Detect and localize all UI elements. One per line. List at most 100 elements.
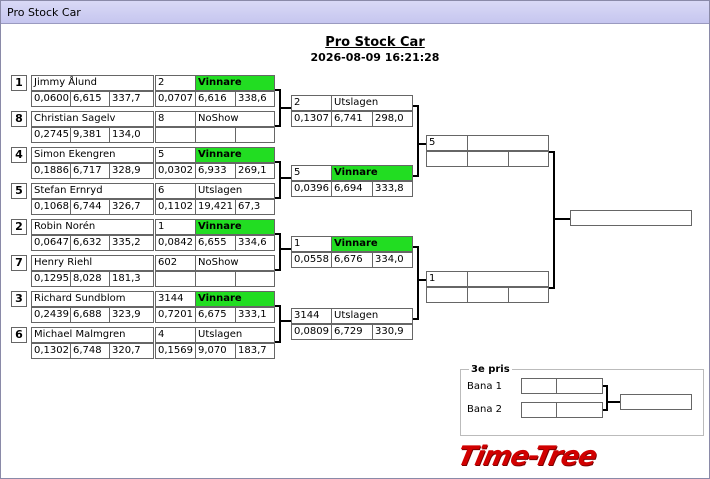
elapsed-time[interactable]: 8,028 — [70, 271, 110, 287]
lane-number[interactable]: 2 — [291, 95, 332, 111]
result-status[interactable] — [467, 271, 549, 287]
final-slot[interactable] — [570, 210, 692, 226]
reaction-time[interactable]: 0,2439 — [31, 307, 71, 323]
reaction-time[interactable]: 0,7201 — [155, 307, 196, 323]
speed[interactable]: 328,9 — [109, 163, 154, 179]
lane-number[interactable]: 3144 — [291, 308, 332, 324]
third-prize-lane2-b[interactable] — [556, 402, 603, 418]
speed[interactable]: 333,1 — [235, 307, 275, 323]
speed[interactable]: 338,6 — [235, 91, 275, 107]
result-status[interactable]: Vinnare — [195, 147, 275, 163]
speed[interactable]: 320,7 — [109, 343, 154, 359]
elapsed-time[interactable]: 6,632 — [70, 235, 110, 251]
elapsed-time[interactable]: 6,748 — [70, 343, 110, 359]
lane-number[interactable]: 602 — [155, 255, 196, 271]
result-status[interactable]: Vinnare — [195, 219, 275, 235]
elapsed-time[interactable]: 6,694 — [331, 181, 373, 197]
third-prize-lane2-a[interactable] — [521, 402, 557, 418]
speed[interactable] — [235, 127, 275, 143]
elapsed-time[interactable]: 6,688 — [70, 307, 110, 323]
speed[interactable]: 183,7 — [235, 343, 275, 359]
speed[interactable] — [508, 287, 549, 303]
reaction-time[interactable]: 0,1102 — [155, 199, 196, 215]
reaction-time[interactable]: 0,1068 — [31, 199, 71, 215]
result-status[interactable]: NoShow — [195, 111, 275, 127]
reaction-time[interactable] — [155, 271, 196, 287]
reaction-time[interactable]: 0,0600 — [31, 91, 71, 107]
elapsed-time[interactable] — [467, 287, 509, 303]
speed[interactable]: 323,9 — [109, 307, 154, 323]
speed[interactable]: 335,2 — [109, 235, 154, 251]
speed[interactable]: 134,0 — [109, 127, 154, 143]
speed[interactable]: 334,6 — [235, 235, 275, 251]
reaction-time[interactable]: 0,0647 — [31, 235, 71, 251]
speed[interactable] — [508, 151, 549, 167]
result-status[interactable]: Vinnare — [195, 75, 275, 91]
elapsed-time[interactable]: 6,744 — [70, 199, 110, 215]
result-status[interactable]: NoShow — [195, 255, 275, 271]
result-status[interactable]: Vinnare — [195, 291, 275, 307]
reaction-time[interactable]: 0,0558 — [291, 252, 332, 268]
reaction-time[interactable]: 0,1307 — [291, 111, 332, 127]
third-prize-lane1-a[interactable] — [521, 378, 557, 394]
reaction-time[interactable]: 0,1569 — [155, 343, 196, 359]
speed[interactable]: 330,9 — [372, 324, 413, 340]
lane-number[interactable]: 4 — [155, 327, 196, 343]
third-prize-lane1-b[interactable] — [556, 378, 603, 394]
third-prize-result[interactable] — [620, 394, 692, 410]
speed[interactable]: 334,0 — [372, 252, 413, 268]
result-status[interactable]: Vinnare — [331, 236, 413, 252]
result-status[interactable]: Utslagen — [195, 327, 275, 343]
reaction-time[interactable] — [155, 127, 196, 143]
elapsed-time[interactable]: 9,381 — [70, 127, 110, 143]
driver-name[interactable]: Jimmy Ålund — [31, 75, 154, 91]
speed[interactable]: 181,3 — [109, 271, 154, 287]
reaction-time[interactable]: 0,1295 — [31, 271, 71, 287]
reaction-time[interactable]: 0,0396 — [291, 181, 332, 197]
lane-number[interactable]: 1 — [155, 219, 196, 235]
reaction-time[interactable]: 0,0809 — [291, 324, 332, 340]
lane-number[interactable]: 1 — [426, 271, 468, 287]
reaction-time[interactable]: 0,1302 — [31, 343, 71, 359]
elapsed-time[interactable]: 6,615 — [70, 91, 110, 107]
elapsed-time[interactable] — [195, 127, 236, 143]
elapsed-time[interactable]: 6,655 — [195, 235, 236, 251]
lane-number[interactable]: 5 — [291, 165, 332, 181]
elapsed-time[interactable]: 6,933 — [195, 163, 236, 179]
driver-name[interactable]: Richard Sundblom — [31, 291, 154, 307]
speed[interactable]: 333,8 — [372, 181, 413, 197]
elapsed-time[interactable]: 6,675 — [195, 307, 236, 323]
elapsed-time[interactable]: 6,717 — [70, 163, 110, 179]
result-status[interactable]: Utslagen — [195, 183, 275, 199]
speed[interactable]: 337,7 — [109, 91, 154, 107]
elapsed-time[interactable]: 6,676 — [331, 252, 373, 268]
reaction-time[interactable]: 0,1886 — [31, 163, 71, 179]
driver-name[interactable]: Christian Sagelv — [31, 111, 154, 127]
reaction-time[interactable]: 0,2745 — [31, 127, 71, 143]
speed[interactable]: 326,7 — [109, 199, 154, 215]
driver-name[interactable]: Henry Riehl — [31, 255, 154, 271]
speed[interactable] — [235, 271, 275, 287]
elapsed-time[interactable]: 9,070 — [195, 343, 236, 359]
reaction-time[interactable]: 0,0842 — [155, 235, 196, 251]
elapsed-time[interactable]: 6,741 — [331, 111, 373, 127]
lane-number[interactable]: 6 — [155, 183, 196, 199]
result-status[interactable]: Utslagen — [331, 95, 413, 111]
elapsed-time[interactable] — [467, 151, 509, 167]
lane-number[interactable]: 1 — [291, 236, 332, 252]
driver-name[interactable]: Simon Ekengren — [31, 147, 154, 163]
result-status[interactable]: Utslagen — [331, 308, 413, 324]
result-status[interactable] — [467, 135, 549, 151]
elapsed-time[interactable]: 6,729 — [331, 324, 373, 340]
reaction-time[interactable]: 0,0707 — [155, 91, 196, 107]
speed[interactable]: 269,1 — [235, 163, 275, 179]
speed[interactable]: 298,0 — [372, 111, 413, 127]
title-bar[interactable]: Pro Stock Car — [1, 1, 709, 24]
speed[interactable]: 67,3 — [235, 199, 275, 215]
reaction-time[interactable] — [426, 287, 468, 303]
lane-number[interactable]: 3144 — [155, 291, 196, 307]
reaction-time[interactable]: 0,0302 — [155, 163, 196, 179]
reaction-time[interactable] — [426, 151, 468, 167]
lane-number[interactable]: 5 — [426, 135, 468, 151]
driver-name[interactable]: Robin Norén — [31, 219, 154, 235]
